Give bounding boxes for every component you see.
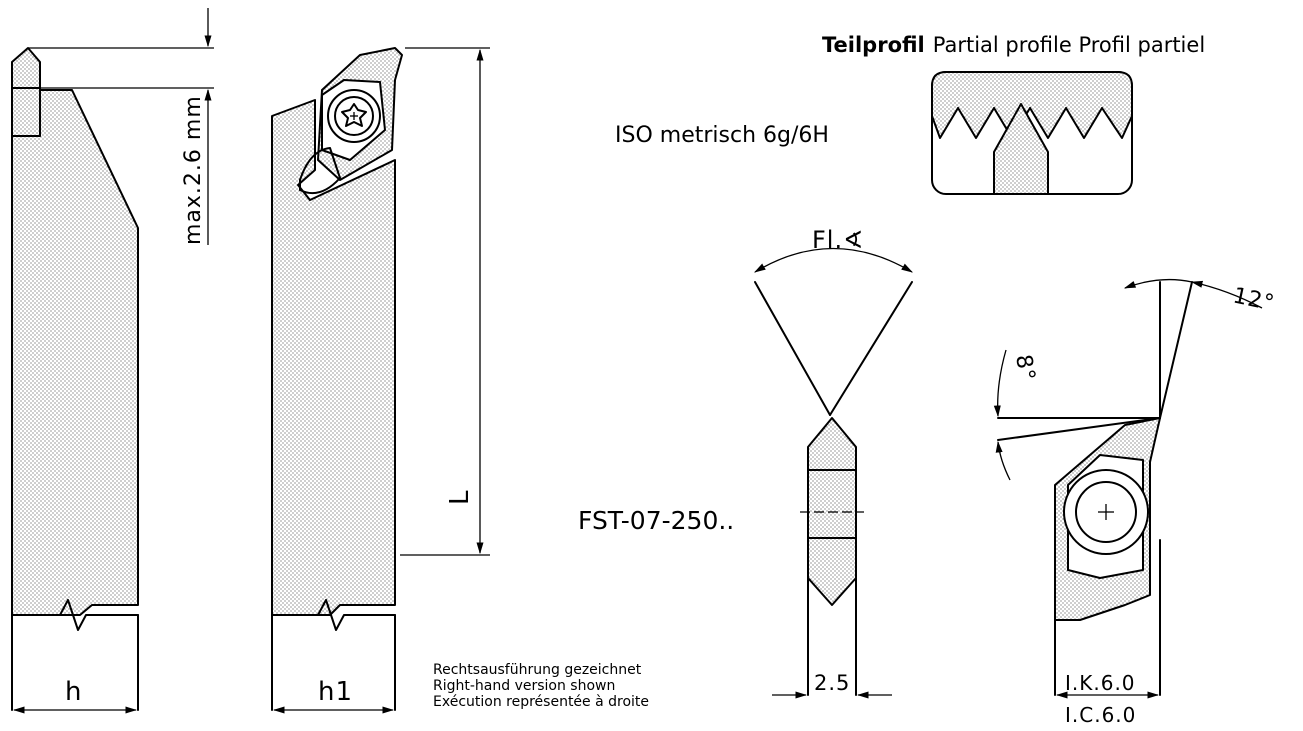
note-line-2: Right-hand version shown bbox=[433, 678, 615, 694]
partial-profile-box bbox=[931, 71, 1133, 195]
note-line-1: Rechtsausführung gezeichnet bbox=[433, 662, 642, 678]
thread-spec: ISO metrisch 6g/6H bbox=[615, 123, 829, 148]
dim-width: 2.5 bbox=[814, 671, 850, 695]
dim-ic: I.C.6.0 bbox=[1065, 703, 1136, 727]
profile-title-bold: Teilprofil bbox=[822, 33, 925, 57]
chip-breaker bbox=[299, 147, 341, 194]
insert-top-view: 12° 8° I.K.6.0 I.C.6.0 bbox=[993, 278, 1277, 727]
angle-12-label: 12° bbox=[1231, 283, 1277, 316]
tool-tip bbox=[11, 47, 41, 89]
thread-teeth bbox=[931, 71, 1133, 139]
flank-angle-label: Fl.∢ bbox=[812, 226, 864, 254]
dim-h1: h1 bbox=[318, 677, 353, 707]
break-line-2 bbox=[271, 599, 396, 631]
insert-code: FST-07-250.. bbox=[578, 506, 734, 535]
angle-8-label: 8° bbox=[1010, 353, 1039, 384]
dim-max-depth: max.2.6 mm bbox=[181, 95, 206, 245]
insert-bottom-tip bbox=[807, 537, 857, 606]
insert-block bbox=[11, 87, 41, 137]
holder-body bbox=[271, 99, 396, 616]
note-line-3: Exécution représentée à droite bbox=[433, 694, 649, 710]
shank-body bbox=[11, 89, 139, 616]
dim-h: h bbox=[65, 677, 82, 707]
profile-title: Teilprofil Partial profile Profil partiel bbox=[822, 33, 1205, 57]
break-line bbox=[11, 599, 139, 631]
insert-top-tip bbox=[807, 417, 857, 471]
holder-top-view: h1 bbox=[271, 47, 403, 714]
dim-L: L bbox=[445, 490, 475, 506]
profile-insert bbox=[993, 103, 1049, 195]
profile-title-rest: Partial profile Profil partiel bbox=[933, 33, 1205, 57]
insert-middle bbox=[807, 469, 857, 539]
insert-front-view: Fl.∢ 2.5 bbox=[753, 226, 914, 699]
holder-side-view: h bbox=[11, 47, 139, 714]
torx-screw-icon bbox=[341, 103, 367, 127]
dim-ik: I.K.6.0 bbox=[1065, 671, 1136, 695]
